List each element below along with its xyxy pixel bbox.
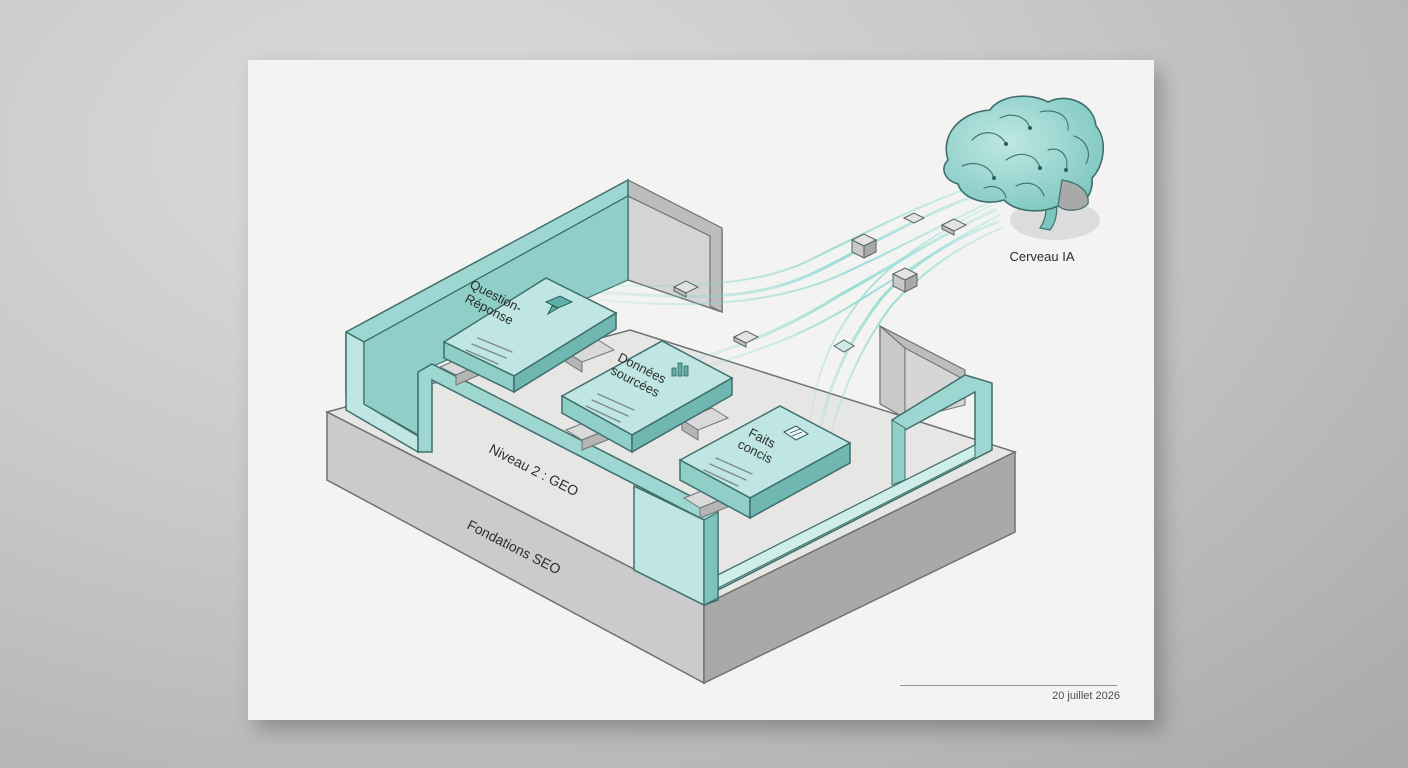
brain-label: Cerveau IA [1009,249,1074,264]
data-chip [833,339,855,353]
chart-icon [671,362,689,377]
data-stack [850,233,878,259]
document-icon [783,425,809,441]
chat-icon [544,295,574,316]
card-faits-concis: Faitsconcis [678,405,852,520]
data-stack [891,267,919,293]
card-donnees-sourcees: Donnéessourcées [560,340,734,454]
back-wall [627,179,723,314]
brain-folds [961,110,1089,199]
data-chip [940,218,968,236]
date-rule [900,685,1117,686]
front-left-wall [417,363,719,607]
data-chip [902,212,926,224]
text-lines [703,457,753,487]
data-chip [672,280,700,298]
text-lines [585,393,635,423]
date-label: 20 juillet 2026 [1052,690,1120,702]
text-lines [465,337,513,365]
circuit-nodes [992,126,1068,180]
brain-icon [943,95,1104,240]
data-chip [732,330,760,348]
